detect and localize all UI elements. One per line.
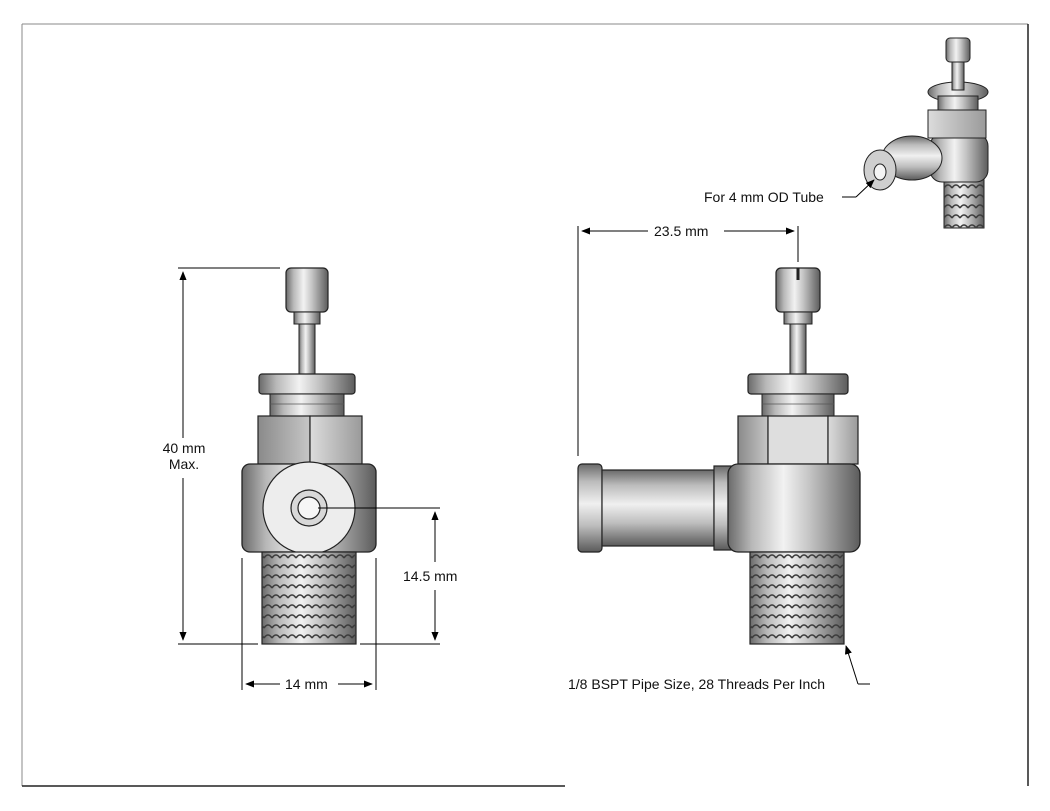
sheet-border <box>21 23 1029 787</box>
isometric-view <box>863 37 989 229</box>
dim-height-value: 40 mm <box>162 440 206 456</box>
dim-width-label: 14 mm <box>285 676 328 692</box>
dim-height-qualifier: Max. <box>168 456 200 472</box>
dim-length-23-5 <box>577 226 799 456</box>
thread-leader <box>845 645 870 685</box>
tube-leader <box>842 179 875 198</box>
side-view <box>577 267 861 645</box>
front-view <box>241 267 377 645</box>
tube-callout-label: For 4 mm OD Tube <box>704 189 824 205</box>
dim-height-40 <box>178 267 280 645</box>
dim-port-14-5 <box>318 507 440 645</box>
dim-port-label: 14.5 mm <box>403 568 458 584</box>
dim-height-label: 40 mm Max. <box>152 440 216 472</box>
dim-length-label: 23.5 mm <box>654 223 709 239</box>
thread-callout-label: 1/8 BSPT Pipe Size, 28 Threads Per Inch <box>568 676 826 692</box>
dim-width-14 <box>241 558 377 690</box>
